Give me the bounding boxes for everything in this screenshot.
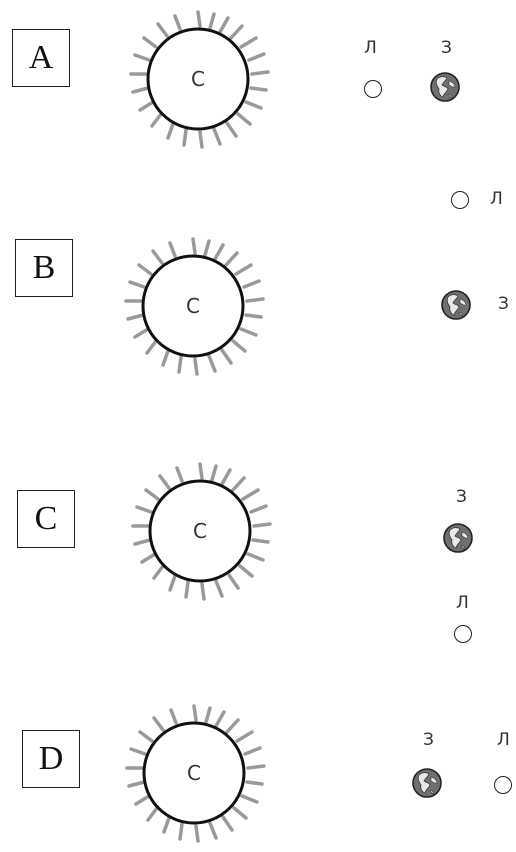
earth-globe-icon: [443, 523, 473, 553]
moon-circle-icon: [494, 776, 512, 794]
earth-globe-icon: [441, 290, 471, 320]
option-label-box: A: [12, 29, 70, 87]
earth-letter: З: [456, 487, 467, 507]
option-label-box: C: [17, 490, 75, 548]
moon-letter: Л: [456, 593, 469, 613]
option-label-box: B: [15, 239, 73, 297]
moon-letter: Л: [364, 38, 377, 58]
sun-letter: С: [191, 67, 205, 91]
panel-c: C С З Л: [0, 450, 516, 670]
earth-letter: З: [441, 38, 452, 58]
panel-b: B С Л З: [0, 180, 516, 400]
moon-circle-icon: [451, 191, 469, 209]
sun-icon: С: [124, 237, 265, 376]
moon-letter: Л: [490, 189, 503, 209]
earth-globe-icon: [412, 768, 442, 798]
sun-icon: С: [129, 10, 270, 149]
earth-letter: З: [498, 294, 509, 314]
moon-letter: Л: [497, 730, 510, 750]
option-label-box: D: [22, 730, 80, 788]
moon-circle-icon: [454, 625, 472, 643]
earth-globe-icon: [430, 72, 460, 102]
earth-letter: З: [423, 730, 434, 750]
panel-a: A С Л З: [0, 0, 516, 200]
sun-icon: С: [131, 462, 272, 601]
sun-icon: С: [125, 704, 266, 843]
panel-d: D С З Л: [0, 690, 516, 852]
sun-letter: С: [187, 761, 201, 785]
sun-letter: С: [186, 294, 200, 318]
sun-letter: С: [193, 519, 207, 543]
moon-circle-icon: [364, 80, 382, 98]
